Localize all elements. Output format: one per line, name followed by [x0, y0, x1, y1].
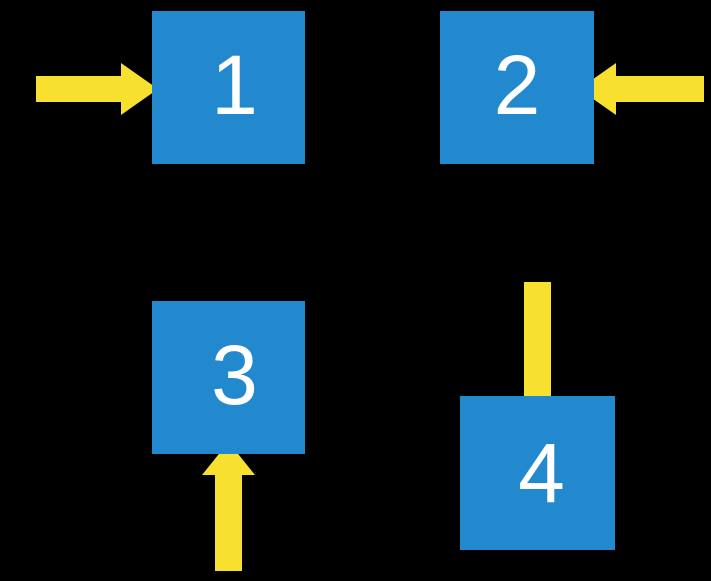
box-node-2[interactable]: 2 — [440, 11, 594, 164]
box-node-2-label: 2 — [493, 37, 541, 132]
arrow-left-into-box-2-icon — [579, 63, 704, 115]
box-node-4-label: 4 — [518, 426, 565, 520]
arrow-right-into-box-1-icon — [36, 63, 158, 115]
box-node-1-label: 1 — [211, 37, 258, 132]
box-node-3[interactable]: 3 — [152, 301, 305, 454]
box-node-4[interactable]: 4 — [460, 396, 615, 550]
arrow-up-into-box-3-icon — [202, 442, 255, 571]
box-node-1[interactable]: 1 — [152, 11, 305, 164]
box-node-3-label: 3 — [211, 327, 258, 422]
